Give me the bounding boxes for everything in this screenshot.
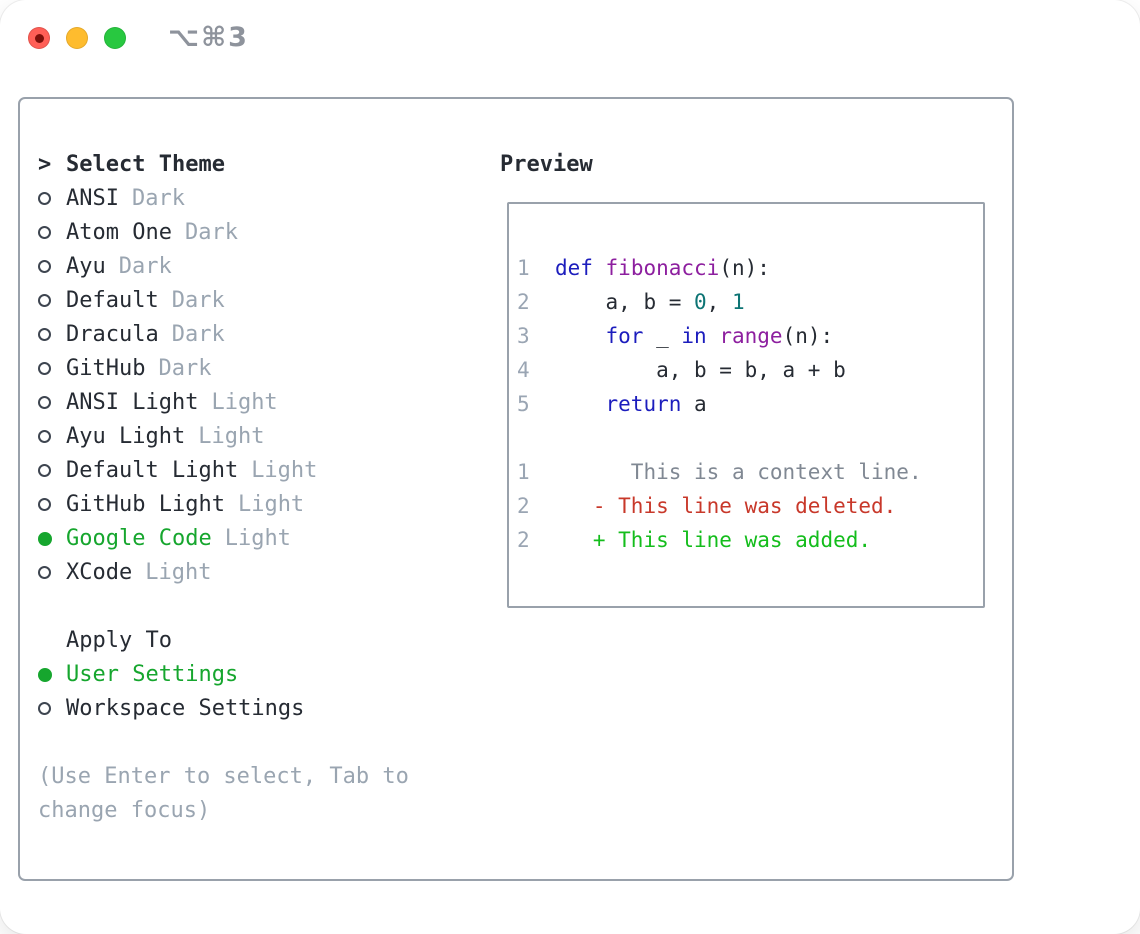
line-number: 4 <box>517 358 555 382</box>
option-variant-label: Dark <box>131 186 185 211</box>
option-label: Default <box>66 288 159 313</box>
preview-line-code: 1 def fibonacci(n): <box>517 256 770 280</box>
hint-text: (Use Enter to select, Tab to change focu… <box>38 760 409 828</box>
select-theme-header-label: Select Theme <box>66 152 225 177</box>
line-number: 3 <box>517 324 555 348</box>
line-number: 2 <box>517 528 555 552</box>
select-theme-header: > Select Theme <box>38 148 409 182</box>
radio-icon <box>38 192 51 205</box>
option-variant-label: Light <box>251 458 318 483</box>
preview-line-blank <box>517 421 979 455</box>
radio-selected-icon <box>38 532 52 546</box>
line-number: 2 <box>517 494 555 518</box>
radio-icon <box>38 328 51 341</box>
radio-icon <box>38 396 51 409</box>
radio-icon <box>38 430 51 443</box>
apply-to-option[interactable]: User Settings <box>38 658 409 692</box>
theme-option[interactable]: GitHub Dark <box>38 352 409 386</box>
preview-column: Preview <box>500 148 593 182</box>
titlebar: ⌥⌘3 <box>0 0 1140 76</box>
radio-icon <box>38 260 51 273</box>
radio-icon <box>38 498 51 511</box>
radio-icon <box>38 226 51 239</box>
line-number: 2 <box>517 290 555 314</box>
option-variant-label: Light <box>224 526 291 551</box>
theme-option[interactable]: ANSI Dark <box>38 182 409 216</box>
preview-line-code: 5 return a <box>517 392 707 416</box>
minimize-button[interactable] <box>66 27 88 49</box>
line-number: 1 <box>517 460 555 484</box>
theme-option[interactable]: Ayu Dark <box>38 250 409 284</box>
option-label: User Settings <box>66 662 239 687</box>
theme-option[interactable]: Ayu Light Light <box>38 420 409 454</box>
option-variant-label: Dark <box>184 220 238 245</box>
window-title: ⌥⌘3 <box>168 22 249 53</box>
preview-line-deleted: 2 - This line was deleted. <box>517 494 897 518</box>
preview-line-code: 2 a, b = 0, 1 <box>517 290 745 314</box>
preview-box: 1 def fibonacci(n): 2 a, b = 0, 1 3 for _ … <box>507 202 985 608</box>
option-label: GitHub Light <box>66 492 225 517</box>
hint-line-1: (Use Enter to select, Tab to <box>38 764 409 789</box>
option-label: Default Light <box>66 458 239 483</box>
preview-line-code: 3 for _ in range(n): <box>517 324 834 348</box>
radio-selected-icon <box>38 668 52 682</box>
option-label: Google Code <box>66 526 212 551</box>
option-variant-label: Dark <box>171 322 225 347</box>
spacer <box>38 590 409 624</box>
apply-to-option[interactable]: Workspace Settings <box>38 692 409 726</box>
radio-icon <box>38 464 51 477</box>
theme-option[interactable]: GitHub Light Light <box>38 488 409 522</box>
radio-icon <box>38 362 51 375</box>
spacer <box>38 726 409 760</box>
preview-line-context: 1 This is a context line. <box>517 460 922 484</box>
theme-option[interactable]: Google Code Light <box>38 522 409 556</box>
radio-icon <box>38 294 51 307</box>
option-variant-label: Dark <box>118 254 172 279</box>
option-label: Ayu <box>66 254 106 279</box>
option-label: XCode <box>66 560 133 585</box>
theme-option[interactable]: Dracula Dark <box>38 318 409 352</box>
hint-line-2: change focus) <box>38 798 211 823</box>
radio-icon <box>38 566 51 579</box>
option-variant-label: Light <box>237 492 305 517</box>
option-label: Workspace Settings <box>66 696 305 721</box>
option-label: GitHub <box>66 356 146 381</box>
theme-option[interactable]: XCode Light <box>38 556 409 590</box>
apply-to-header-label: Apply To <box>66 628 172 653</box>
line-number <box>517 426 555 450</box>
option-variant-label: Light <box>211 390 278 415</box>
option-variant-label: Dark <box>158 356 212 381</box>
option-label: Dracula <box>66 322 159 347</box>
option-variant-label: Light <box>198 424 265 449</box>
maximize-button[interactable] <box>104 27 126 49</box>
line-number: 5 <box>517 392 555 416</box>
theme-option[interactable]: Default Dark <box>38 284 409 318</box>
radio-icon <box>38 702 51 715</box>
option-label: Ayu Light <box>66 424 186 449</box>
preview-line-added: 2 + This line was added. <box>517 528 872 552</box>
option-variant-label: Dark <box>171 288 225 313</box>
theme-option[interactable]: Default Light Light <box>38 454 409 488</box>
theme-option[interactable]: ANSI Light Light <box>38 386 409 420</box>
preview-header: Preview <box>500 152 593 177</box>
option-label: ANSI <box>66 186 119 211</box>
close-button[interactable] <box>28 27 50 49</box>
option-label: ANSI Light <box>66 390 199 415</box>
selection-cursor: > <box>38 152 52 177</box>
option-label: Atom One <box>66 220 172 245</box>
preview-line-code: 4 a, b = b, a + b <box>517 358 846 382</box>
line-number: 1 <box>517 256 555 280</box>
theme-option[interactable]: Atom One Dark <box>38 216 409 250</box>
apply-to-header: Apply To <box>38 624 409 658</box>
option-variant-label: Light <box>145 560 212 585</box>
unsaved-dot-icon <box>34 33 44 43</box>
